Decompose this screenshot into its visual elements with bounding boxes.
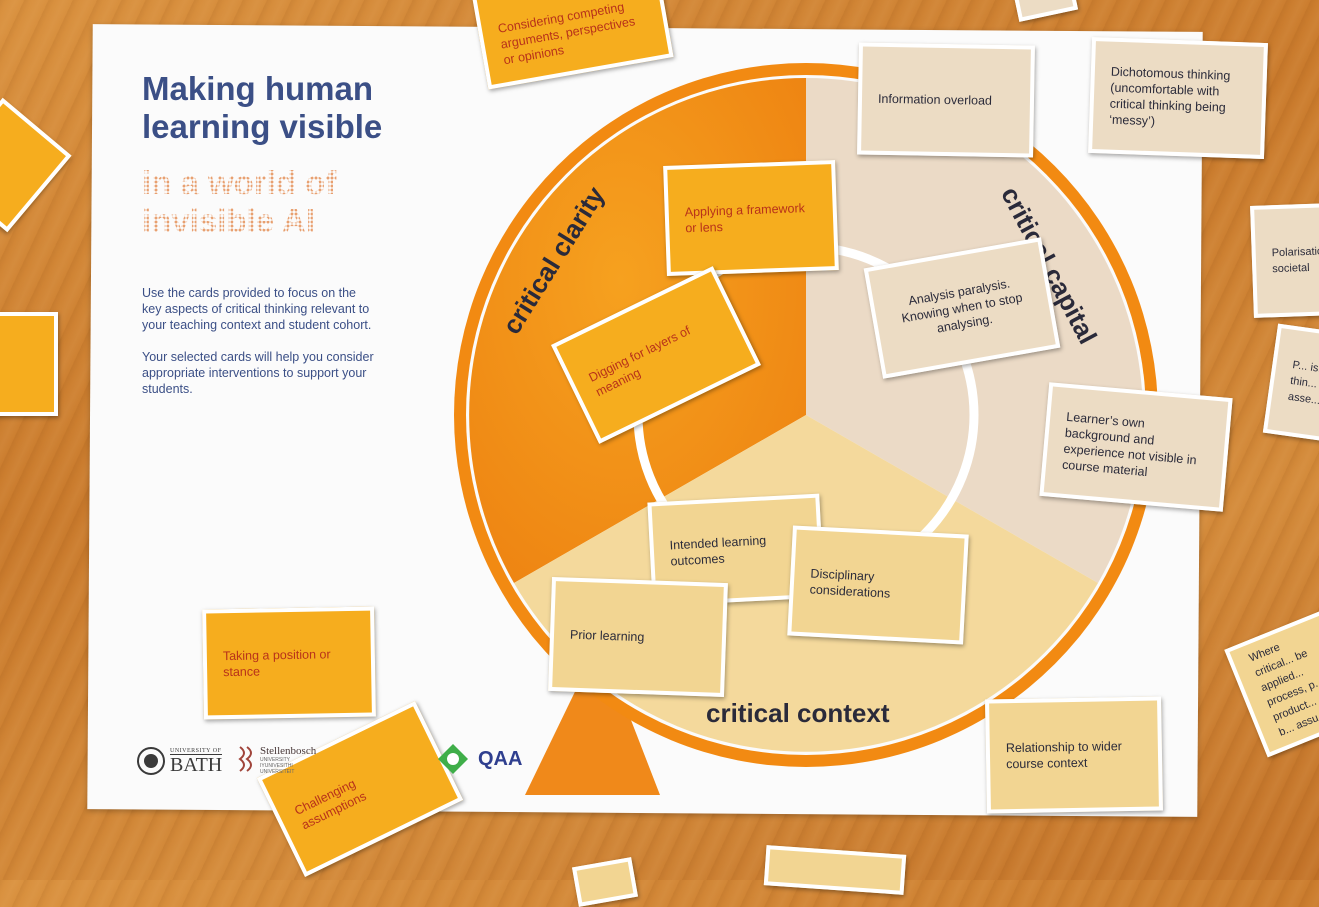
card-text: P... is... thin... cont... asse... bbox=[1287, 359, 1319, 408]
card-dichotomous-thinking[interactable]: Dichotomous thinking (uncomfortable with… bbox=[1088, 36, 1268, 160]
instructions-paragraph-1: Use the cards provided to focus on the k… bbox=[142, 286, 372, 332]
label-critical-context: critical context bbox=[706, 698, 890, 728]
card-text: Learner’s own background and experience … bbox=[1061, 409, 1198, 480]
logo-stellenbosch: Stellenbosch UNIVERSITY IYUNIVESITHI UNI… bbox=[236, 745, 316, 777]
card-text: Information overload bbox=[877, 91, 993, 108]
card-information-overload[interactable]: Information overload bbox=[857, 42, 1035, 158]
bath-small-text: UNIVERSITY OF bbox=[170, 747, 222, 754]
table-card-bottom-2[interactable] bbox=[763, 845, 907, 895]
stellenbosch-sub-2: IYUNIVESITHI bbox=[260, 763, 293, 769]
table-card-left-mid[interactable] bbox=[0, 312, 58, 416]
card-text: Digging for layers of meaning bbox=[586, 323, 693, 400]
bath-crest-icon bbox=[137, 747, 165, 775]
stellenbosch-sub-1: UNIVERSITY bbox=[260, 757, 291, 763]
wheel-tail bbox=[525, 640, 660, 795]
card-polarisation-partial[interactable]: Polarisation... societal bbox=[1250, 202, 1319, 318]
card-text: Taking a position or stance bbox=[222, 647, 331, 680]
title-line-1: Making human bbox=[142, 70, 374, 107]
logo-qaa: QAA bbox=[436, 742, 522, 776]
card-text: Applying a framework or lens bbox=[684, 201, 806, 236]
qaa-mark-icon bbox=[438, 744, 468, 774]
card-text: Intended learning outcomes bbox=[669, 533, 767, 569]
title-line-2: learning visible bbox=[142, 108, 383, 145]
card-text: Dichotomous thinking (uncomfortable with… bbox=[1108, 64, 1231, 129]
card-text: Considering competing arguments, perspec… bbox=[496, 0, 637, 68]
card-taking-position[interactable]: Taking a position or stance bbox=[202, 606, 376, 720]
poster-title: Making human learning visible bbox=[142, 70, 442, 146]
card-learners-background[interactable]: Learner’s own background and experience … bbox=[1039, 382, 1233, 512]
card-text: Where critical... be applied... process,… bbox=[1247, 641, 1319, 739]
card-text: Disciplinary considerations bbox=[809, 566, 891, 601]
instructions-text: Use the cards provided to focus on the k… bbox=[142, 285, 374, 413]
stellenbosch-sub-3: UNIVERSITEIT bbox=[260, 769, 295, 775]
stellenbosch-mark-icon bbox=[238, 746, 252, 772]
card-relationship-context[interactable]: Relationship to wider course context bbox=[985, 696, 1163, 814]
qaa-text: QAA bbox=[478, 747, 523, 770]
card-text: Analysis paralysis. Knowing when to stop… bbox=[900, 276, 1024, 336]
logo-university-of-bath: UNIVERSITY OF BATH bbox=[136, 745, 223, 777]
card-disciplinary[interactable]: Disciplinary considerations bbox=[787, 525, 969, 645]
card-text: Polarisation... societal bbox=[1271, 244, 1319, 276]
card-prior-learning[interactable]: Prior learning bbox=[548, 576, 728, 698]
bath-big-text: BATH bbox=[170, 753, 223, 776]
stellenbosch-text: Stellenbosch bbox=[260, 745, 317, 757]
card-text: Relationship to wider course context bbox=[1005, 739, 1123, 772]
card-text: Prior learning bbox=[569, 627, 645, 645]
card-applying-framework[interactable]: Applying a framework or lens bbox=[663, 160, 839, 276]
instructions-paragraph-2: Your selected cards will help you consid… bbox=[142, 350, 374, 396]
